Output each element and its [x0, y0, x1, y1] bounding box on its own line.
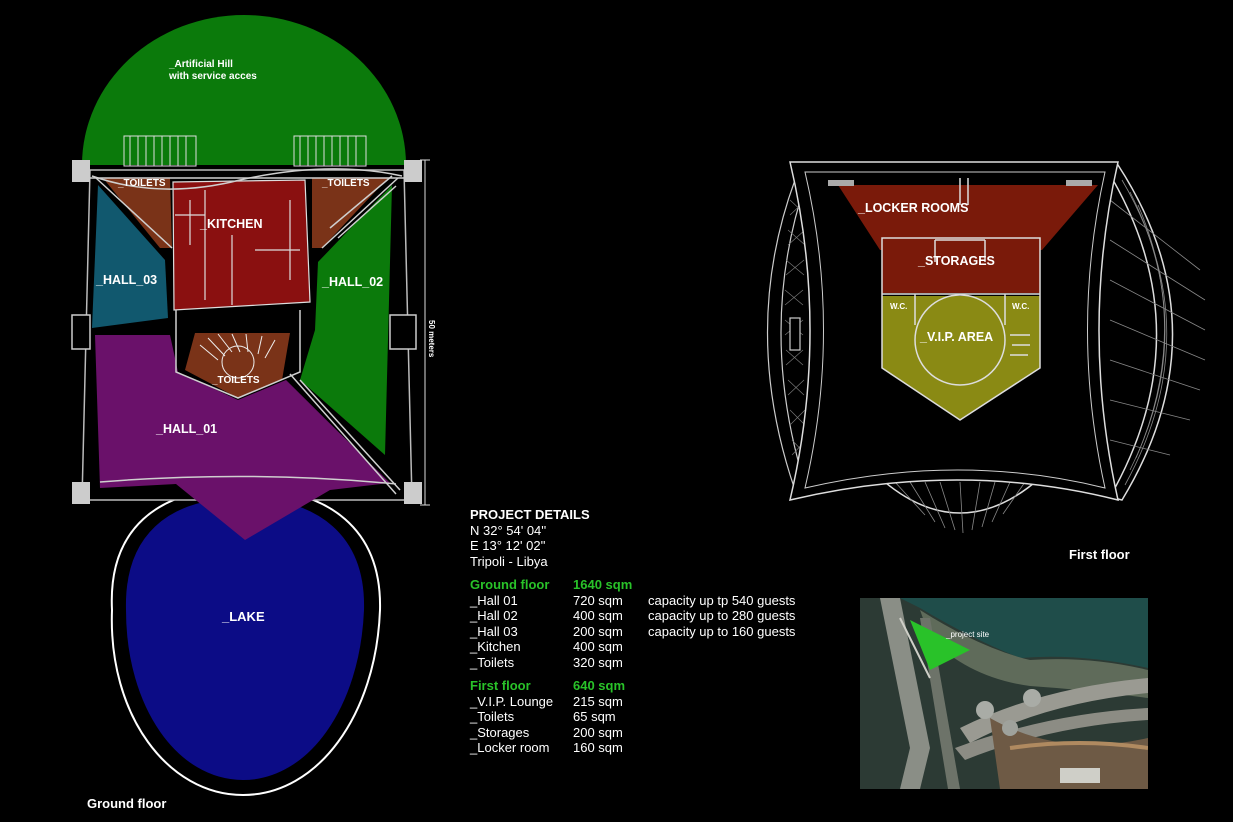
room-name: _Locker room	[470, 740, 550, 755]
hill-label-line1: _Artificial Hill	[168, 59, 233, 70]
ground-floor-area: 1640 sqm	[573, 577, 633, 592]
lake-outline	[110, 486, 382, 797]
vip-area-label: _V.I.P. AREA	[919, 330, 993, 344]
room-capacity: capacity up to 160 guests	[648, 623, 796, 639]
structure-lines	[90, 168, 404, 495]
site-map-image: _project site	[860, 598, 1148, 789]
room-area: 400 sqm	[573, 639, 623, 654]
roof-vent	[1066, 180, 1092, 186]
room-capacity: capacity up tp 540 guests	[648, 592, 796, 608]
hall-02-label: _HALL_02	[321, 275, 383, 289]
hall-03-label: _HALL_03	[95, 273, 157, 287]
table-row: _Storages 200 sqm	[470, 725, 795, 741]
longitude: E 13° 12' 02''	[470, 538, 546, 553]
storages	[882, 238, 1040, 293]
table-row: _Toilets 320 sqm	[470, 655, 795, 671]
room-name: _Kitchen	[470, 639, 521, 654]
first-floor-label: First floor	[470, 678, 531, 693]
dimension-line	[420, 159, 430, 506]
room-area: 65 sqm	[573, 709, 616, 724]
project-details-title: PROJECT DETAILS	[470, 507, 590, 522]
corner-pillar	[72, 482, 90, 504]
left-bay	[789, 317, 801, 351]
room-name: _V.I.P. Lounge	[470, 693, 554, 709]
roof-vent	[828, 180, 854, 186]
toilets-right-label: _TOILETS	[321, 178, 370, 189]
room-name: _Toilets	[470, 709, 515, 724]
site-aerial-map: _project site	[860, 598, 1148, 789]
hall-01-label: _HALL_01	[155, 422, 217, 436]
toilets-center-label: _TOILETS	[211, 375, 260, 386]
artificial-hill	[82, 15, 406, 165]
hall-02	[300, 185, 392, 455]
bottom-fan-rows	[894, 481, 1026, 534]
side-bay-left	[71, 314, 91, 350]
first-floor-plan: _LOCKER ROOMS _STORAGES W.C. W.C. _V.I.P…	[766, 161, 1206, 534]
project-site-highlight	[910, 620, 970, 670]
room-name: _Hall 01	[470, 592, 518, 608]
toilets-left-label: _TOILETS	[117, 178, 166, 189]
bottom-seating-fan	[878, 477, 1042, 514]
right-fan-rows	[1109, 179, 1206, 486]
first-floor-caption: First floor	[1069, 547, 1130, 562]
toilets-fixtures-top	[123, 135, 367, 167]
room-area: 160 sqm	[573, 740, 623, 755]
corner-pillar	[72, 160, 90, 182]
room-area: 215 sqm	[573, 693, 623, 709]
toilets-center	[185, 333, 290, 398]
table-row: _Hall 01 720 sqm capacity up tp 540 gues…	[470, 593, 795, 609]
room-name: _Toilets	[470, 654, 515, 670]
table-row: _Hall 03 200 sqm capacity up to 160 gues…	[470, 624, 795, 640]
room-name: _Hall 02	[470, 608, 518, 623]
wc-left-label: W.C.	[890, 302, 907, 311]
side-bay-right	[389, 314, 417, 350]
latitude: N 32° 54' 04''	[470, 522, 547, 538]
first-floor-summary: First floor 640 sqm	[470, 678, 795, 694]
room-area: 200 sqm	[573, 623, 623, 639]
location: Tripoli - Libya	[470, 553, 548, 569]
project-details: PROJECT DETAILS N 32° 54' 04'' E 13° 12'…	[470, 507, 795, 756]
ground-floor-label: Ground floor	[470, 577, 550, 592]
kitchen-label: _KITCHEN	[199, 217, 263, 231]
kitchen-walls	[175, 190, 300, 305]
table-row: _Hall 02 400 sqm capacity up to 280 gues…	[470, 608, 795, 624]
toilets-left	[103, 178, 172, 248]
lake-label: _LAKE	[221, 609, 265, 624]
locker-rooms-label: _LOCKER ROOMS	[857, 201, 968, 215]
wc-right-label: W.C.	[1012, 302, 1029, 311]
room-name: _Hall 03	[470, 623, 518, 639]
project-site-label: _project site	[945, 630, 990, 639]
table-row: _Kitchen 400 sqm	[470, 639, 795, 655]
first-floor-area: 640 sqm	[573, 678, 626, 693]
lake	[121, 493, 369, 785]
room-area: 200 sqm	[573, 724, 623, 740]
room-area: 400 sqm	[573, 608, 623, 623]
table-row: _V.I.P. Lounge 215 sqm	[470, 694, 795, 710]
first-floor-inner	[804, 171, 1106, 489]
corner-pillar	[404, 482, 422, 504]
ground-floor-caption: Ground floor	[87, 796, 167, 811]
dimension-label: 50 meters	[427, 320, 436, 358]
room-area: 320 sqm	[573, 654, 623, 670]
corner-pillar	[404, 160, 422, 182]
hall-03	[92, 185, 168, 328]
room-area: 720 sqm	[573, 592, 623, 608]
vip-area	[882, 296, 1040, 420]
table-row: _Toilets 65 sqm	[470, 709, 795, 725]
hill-label-line2: with service acces	[168, 71, 257, 82]
storages-label: _STORAGES	[917, 254, 995, 268]
room-capacity: capacity up to 280 guests	[648, 608, 796, 623]
ground-floor-plan: 50 meters _Artificial Hill with service …	[71, 15, 436, 797]
hall-01	[95, 335, 390, 540]
table-row: _Locker room 160 sqm	[470, 740, 795, 756]
kitchen	[172, 179, 311, 311]
first-floor-walls	[881, 178, 1041, 421]
room-name: _Storages	[470, 724, 530, 740]
toilets-center-fixtures	[199, 333, 276, 379]
locker-rooms	[838, 185, 1098, 250]
ground-floor-summary: Ground floor 1640 sqm	[470, 577, 795, 593]
